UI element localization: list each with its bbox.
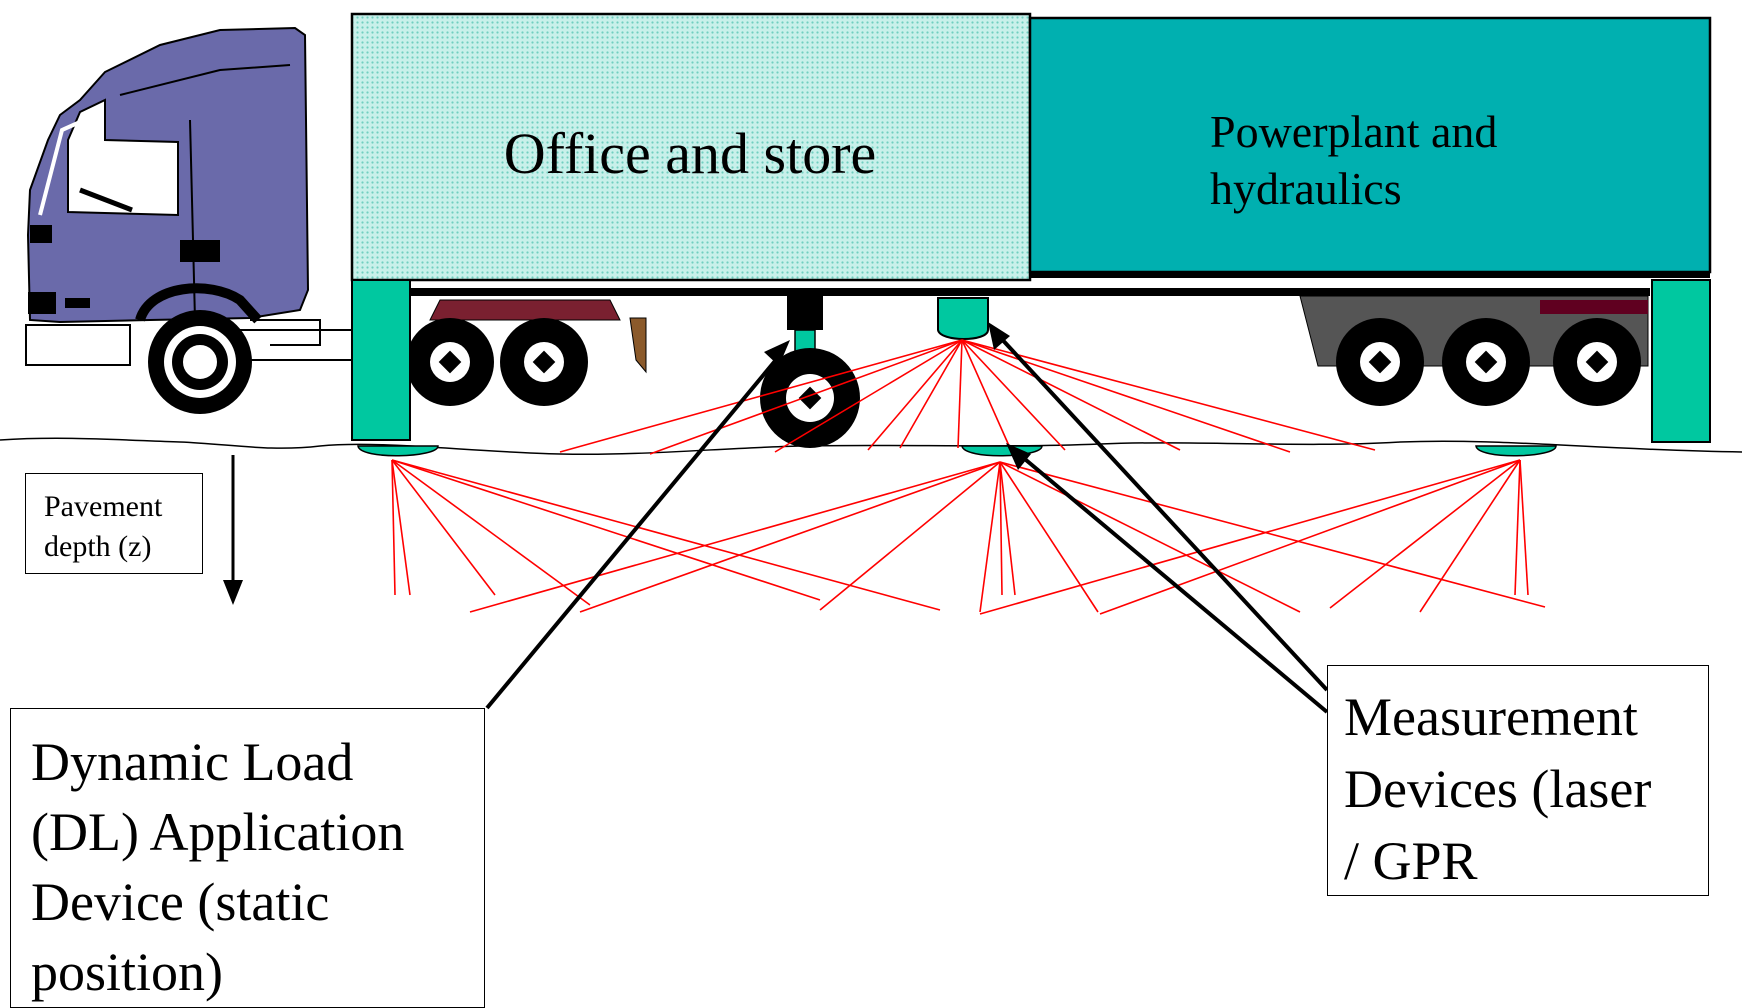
trailer-wheel-1: [1336, 318, 1424, 406]
measurement-leader-arrows: [988, 322, 1329, 714]
front-support-leg: [351, 279, 411, 441]
office-store-label: Office and store: [503, 121, 877, 186]
ground-line: [0, 437, 1742, 456]
rear-support-leg: [1651, 279, 1711, 443]
ground-sensor-left: [357, 445, 439, 457]
upper-laser-sensor: [937, 297, 989, 340]
gpr-beams: [391, 459, 1546, 615]
wiper: [79, 187, 133, 213]
powerplant-box: [1028, 16, 1712, 274]
mirror: [30, 225, 52, 243]
cab-step: [250, 319, 321, 346]
dynamic-load-device: [760, 296, 860, 448]
trailer-wheel-3: [1553, 318, 1641, 406]
ground-sensor-right: [1475, 445, 1557, 457]
front-bumper: [25, 324, 131, 366]
headlight: [28, 292, 56, 314]
mudflap-front: [629, 317, 647, 374]
truck-cab: [25, 26, 356, 366]
measurement-devices-label: Measurement Devices (laser / GPR: [1344, 687, 1652, 891]
powerplant-base-stripe: [1030, 272, 1710, 278]
door-handle: [180, 240, 220, 262]
office-store-box: [350, 12, 1032, 282]
dl-leader-arrow: [485, 340, 790, 710]
windshield-pillar: [38, 120, 81, 216]
rear-brake-box: [1540, 300, 1648, 314]
powerplant-label: Powerplant and hydraulics: [1210, 106, 1498, 214]
drive-wheel-2: [500, 318, 588, 406]
cab-window: [67, 98, 179, 217]
dynamic-load-callout: Dynamic Load (DL) Application Device (st…: [10, 708, 485, 1008]
cab-roof-line: [119, 64, 291, 96]
dynamic-load-label: Dynamic Load (DL) Application Device (st…: [31, 732, 405, 1002]
trailer-frame: [410, 288, 1650, 296]
grille: [65, 298, 90, 308]
front-wheel: [148, 310, 252, 414]
fifth-wheel: [429, 299, 621, 321]
depth-arrow: [223, 455, 243, 605]
drive-wheel-1: [406, 318, 494, 406]
trailer-wheel-2: [1442, 318, 1530, 406]
cab-fender: [135, 283, 262, 324]
laser-beams-upper: [559, 339, 1376, 455]
pavement-depth-label: Pavement depth (z): [44, 490, 163, 563]
measurement-devices-callout: Measurement Devices (laser / GPR: [1327, 665, 1709, 896]
pavement-depth-box: Pavement depth (z): [25, 473, 203, 574]
